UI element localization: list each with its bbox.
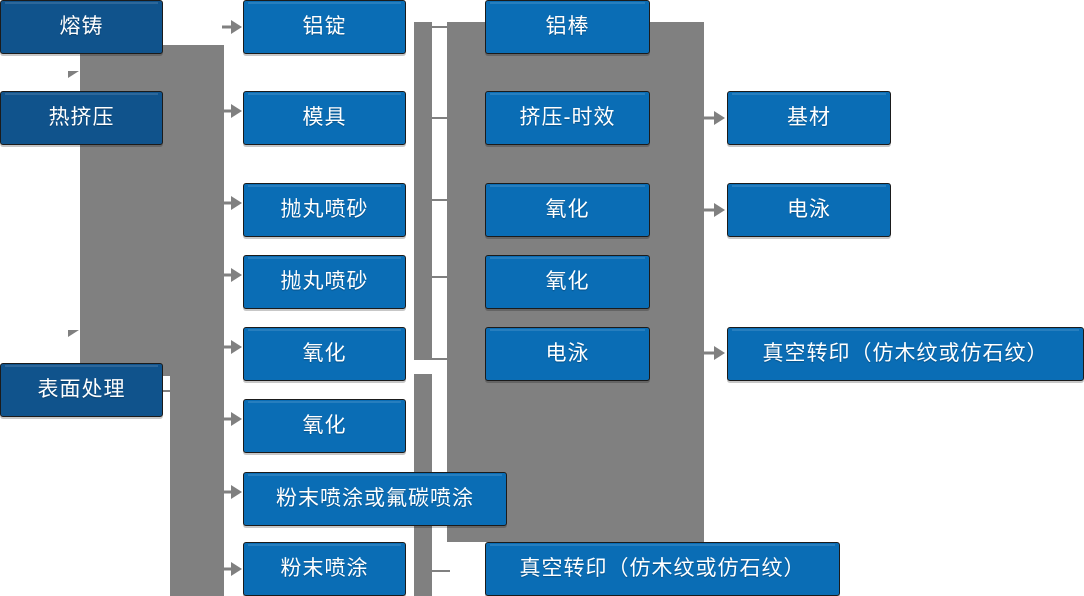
bottom-box-zhenkongzhuanyin-label: 真空转印（仿木纹或仿石纹）: [519, 557, 806, 581]
box-highlight: [732, 93, 886, 95]
process-box-muju[interactable]: 模具: [243, 91, 406, 145]
box-highlight: [248, 2, 401, 4]
process-box-fenmopentu-huotan[interactable]: 粉末喷涂或氟碳喷涂: [243, 472, 507, 526]
output-box-dianyong[interactable]: 电泳: [727, 183, 891, 237]
output-box-jicai[interactable]: 基材: [727, 91, 891, 145]
process-box-paowanpensha-1-label: 抛丸喷砂: [280, 198, 369, 222]
output-box-zhenkongzhuanyin[interactable]: 真空转印（仿木纹或仿石纹）: [727, 327, 1084, 381]
connector-left-narrow-bar: [170, 376, 224, 596]
stage-box-biaomianchuli[interactable]: 表面处理: [0, 363, 163, 417]
treatment-box-yanghua-1[interactable]: 氧化: [485, 183, 650, 237]
connector-tick-1: [432, 26, 450, 28]
arrow-to-output-dianyong: [703, 203, 725, 217]
connector-tick-5: [432, 358, 450, 360]
connector-notch-biaomianchuli: [68, 330, 79, 337]
process-box-lvding-label: 铝锭: [302, 15, 347, 39]
process-box-paowanpensha-2[interactable]: 抛丸喷砂: [243, 255, 406, 309]
connector-notch-rongzhu: [68, 71, 79, 78]
arrow-to-process-5: [222, 340, 242, 354]
process-box-fenmopentu-huotan-label: 粉末喷涂或氟碳喷涂: [276, 487, 474, 511]
box-highlight: [490, 93, 645, 95]
arrow-to-process-8: [222, 562, 242, 576]
process-box-fenmopentu[interactable]: 粉末喷涂: [243, 542, 406, 596]
stage-box-rejiya[interactable]: 热挤压: [0, 91, 163, 145]
box-highlight: [5, 2, 158, 4]
stage-box-biaomianchuli-label: 表面处理: [37, 378, 126, 402]
treatment-box-dianyong[interactable]: 电泳: [485, 327, 650, 381]
box-highlight: [248, 329, 401, 331]
connector-tick-3: [432, 199, 450, 201]
bottom-box-zhenkongzhuanyin[interactable]: 真空转印（仿木纹或仿石纹）: [485, 542, 840, 596]
process-box-yanghua-2-label: 氧化: [302, 414, 347, 438]
arrow-to-process-2: [222, 104, 242, 118]
process-box-muju-label: 模具: [302, 106, 347, 130]
stage-box-rejiya-label: 热挤压: [48, 106, 115, 130]
box-highlight: [248, 544, 401, 546]
treatment-box-yanghua-2-label: 氧化: [545, 270, 590, 294]
process-box-lvding[interactable]: 铝锭: [243, 0, 406, 54]
arrow-to-process-1: [222, 20, 242, 34]
process-box-yanghua-1-label: 氧化: [302, 342, 347, 366]
box-highlight: [490, 185, 645, 187]
box-highlight: [248, 257, 401, 259]
output-box-zhenkongzhuanyin-label: 真空转印（仿木纹或仿石纹）: [762, 342, 1049, 366]
treatment-box-lvbang-label: 铝棒: [545, 15, 590, 39]
treatment-box-yanghua-1-label: 氧化: [545, 198, 590, 222]
treatment-box-yanghua-2[interactable]: 氧化: [485, 255, 650, 309]
box-highlight: [490, 329, 645, 331]
stage-box-rongzhu[interactable]: 熔铸: [0, 0, 163, 54]
box-highlight: [5, 365, 158, 367]
arrow-to-output-zhenkongzhuanyin: [703, 346, 725, 360]
arrow-to-process-7: [222, 485, 242, 499]
arrow-to-process-4: [222, 268, 242, 282]
connector-tick-6: [432, 570, 450, 572]
box-highlight: [490, 257, 645, 259]
box-highlight: [5, 93, 158, 95]
box-highlight: [732, 329, 1079, 331]
process-box-yanghua-1[interactable]: 氧化: [243, 327, 406, 381]
process-box-fenmopentu-label: 粉末喷涂: [280, 557, 369, 581]
connector-tick-4: [432, 276, 450, 278]
process-box-paowanpensha-1[interactable]: 抛丸喷砂: [243, 183, 406, 237]
treatment-box-jiya-shixiao[interactable]: 挤压-时效: [485, 91, 650, 145]
connector-tick-2: [432, 117, 450, 119]
output-box-dianyong-label: 电泳: [787, 198, 831, 222]
treatment-box-jiya-shixiao-label: 挤压-时效: [519, 106, 616, 130]
connector-middle-spine-upper: [414, 22, 432, 360]
arrow-to-process-6: [222, 412, 242, 426]
stage-box-rongzhu-label: 熔铸: [59, 15, 104, 39]
box-highlight: [248, 93, 401, 95]
process-box-paowanpensha-2-label: 抛丸喷砂: [280, 270, 369, 294]
connector-line-biaomianchuli: [163, 390, 187, 392]
treatment-box-lvbang[interactable]: 铝棒: [485, 0, 650, 54]
output-box-jicai-label: 基材: [787, 106, 831, 130]
box-highlight: [248, 474, 502, 476]
arrow-to-output-jicai: [703, 111, 725, 125]
process-box-yanghua-2[interactable]: 氧化: [243, 399, 406, 453]
box-highlight: [248, 401, 401, 403]
box-highlight: [732, 185, 886, 187]
box-highlight: [490, 544, 835, 546]
treatment-box-dianyong-label: 电泳: [545, 342, 590, 366]
box-highlight: [490, 2, 645, 4]
arrow-to-process-3: [222, 196, 242, 210]
box-highlight: [248, 185, 401, 187]
